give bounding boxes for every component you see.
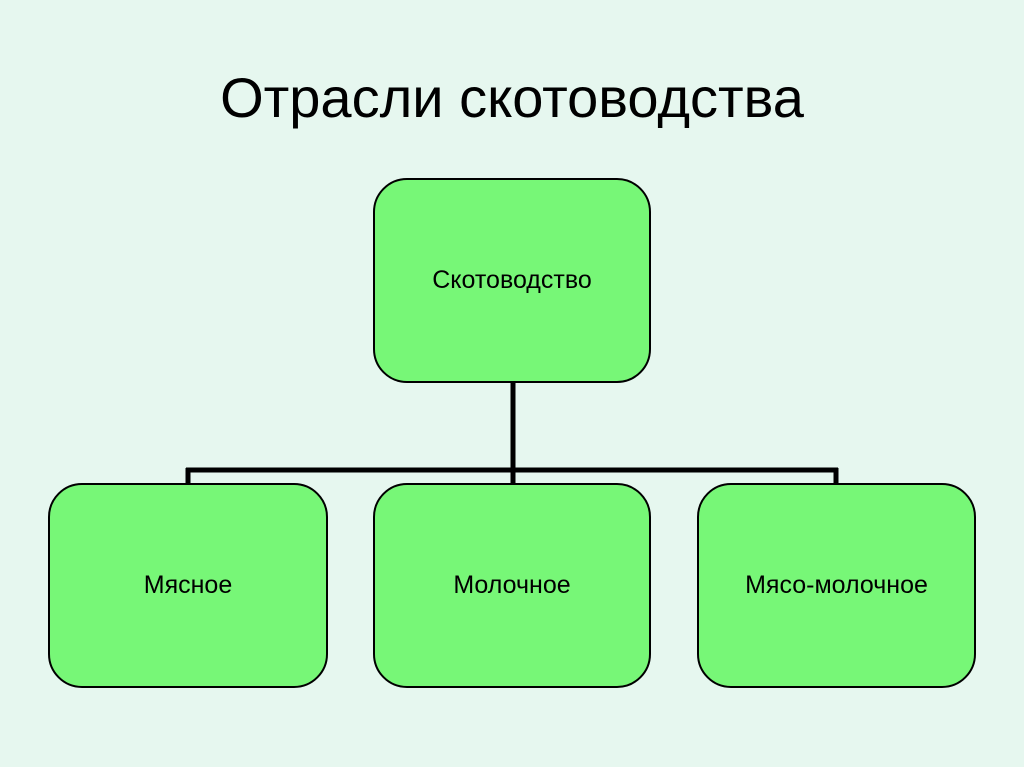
slide-title: Отрасли скотоводства <box>220 66 804 129</box>
node-meat-label: Мясное <box>143 571 233 599</box>
node-dairy: Молочное <box>373 483 651 688</box>
node-dairy-label: Молочное <box>453 571 571 599</box>
node-meat: Мясное <box>48 483 328 688</box>
node-meat-dairy-label: Мясо-молочное <box>745 571 928 599</box>
node-root-label: Скотоводство <box>432 266 592 294</box>
node-meat-dairy: Мясо-молочное <box>697 483 976 688</box>
node-root: Скотоводство <box>373 178 651 383</box>
